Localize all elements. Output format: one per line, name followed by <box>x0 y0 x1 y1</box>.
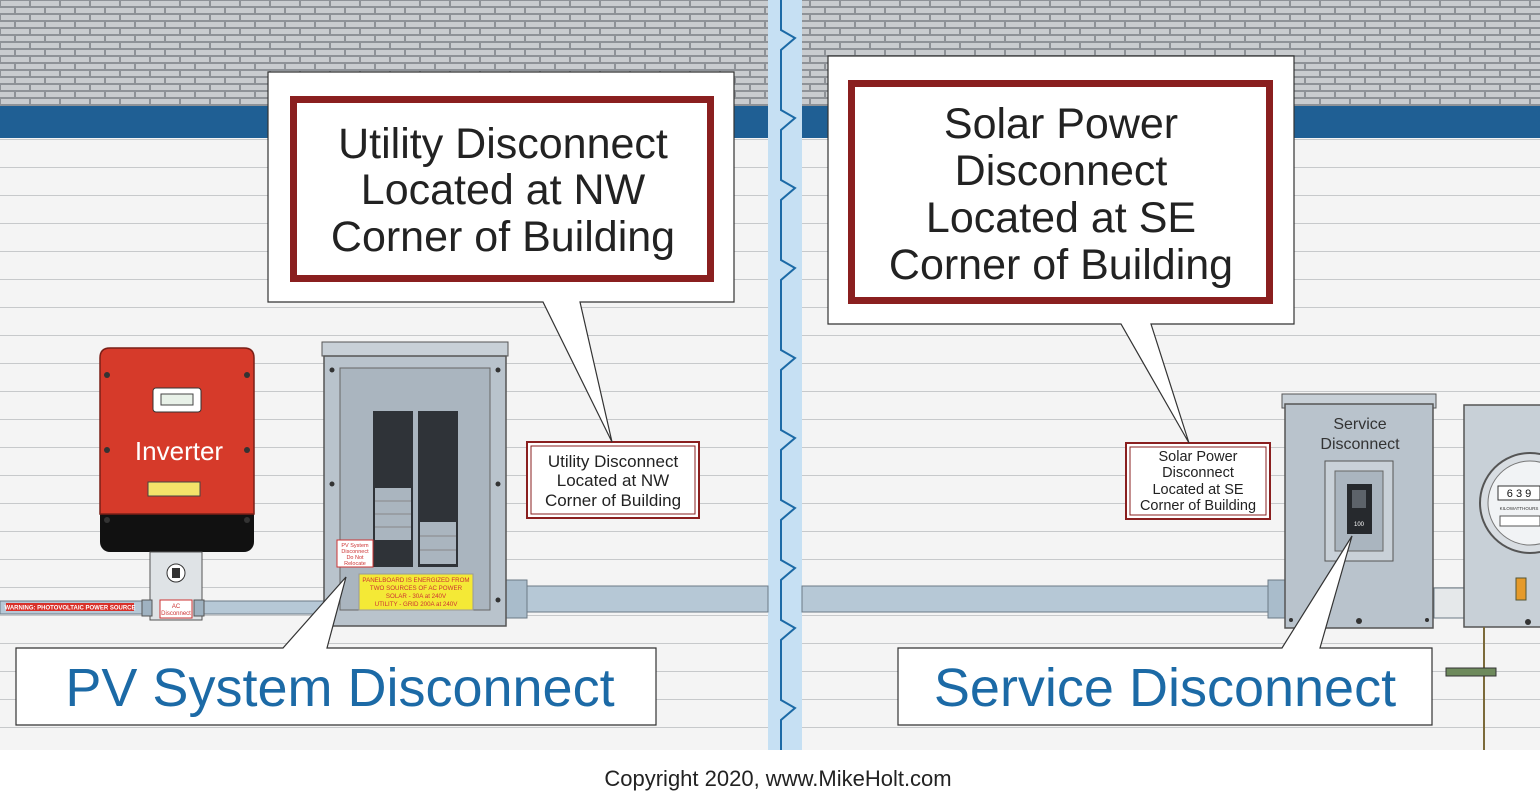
panel-warning-label <box>358 573 474 611</box>
inverter-nameplate <box>147 481 201 497</box>
callout-right-line1: Solar Power <box>944 100 1178 148</box>
break-line <box>768 0 802 750</box>
pv-tag <box>336 539 374 568</box>
sign-left-line2: Located at NW <box>557 471 669 490</box>
service-disconnect-box: Service Disconnect 100 <box>1281 393 1437 629</box>
pv-tag-line4: Relocate <box>344 561 366 567</box>
callout-right-line2: Disconnect <box>955 147 1168 195</box>
label-service-bubble <box>897 535 1433 726</box>
callout-left-line1: Utility Disconnect <box>338 120 668 168</box>
callout-right-line3: Located at SE <box>926 194 1196 242</box>
warning-strip <box>6 603 134 611</box>
conduit-to-service <box>801 585 1286 613</box>
pv-tag-line3: Do Not <box>346 555 364 561</box>
conduit-fitting-left <box>504 579 528 619</box>
conduit-panel-right <box>504 585 769 613</box>
label-pv-system-disconnect: PV System Disconnect <box>15 576 657 726</box>
meter-brand: KILOWATTHOURS <box>1500 506 1539 511</box>
sign-left-line1: Utility Disconnect <box>548 452 679 471</box>
label-pv-text: PV System Disconnect <box>65 658 614 718</box>
label-service-text: Service Disconnect <box>934 658 1396 718</box>
sign-left: Utility Disconnect Located at NW Corner … <box>526 441 700 519</box>
callout-left: Utility Disconnect Located at NW Corner … <box>267 71 735 443</box>
label-service-disconnect: Service Disconnect <box>897 535 1433 726</box>
ac-disconnect-line1: AC <box>172 604 181 610</box>
inverter-front <box>99 347 255 515</box>
sign-right-line4: Corner of Building <box>1140 498 1256 514</box>
warning-line1: PANELBOARD IS ENERGIZED FROM <box>362 577 469 584</box>
warning-strip-text: WARNING: PHOTOVOLTAIC POWER SOURCE <box>4 606 135 612</box>
inverter: Inverter AC Disconnect <box>99 347 255 621</box>
ac-disconnect-line2: Disconnect <box>161 611 191 617</box>
callout-right-line4: Corner of Building <box>889 241 1233 289</box>
panelboard: PV System Disconnect Do Not Relocate PAN… <box>321 341 509 627</box>
sign-right-line2: Disconnect <box>1162 465 1234 481</box>
service-box-line2: Disconnect <box>1320 436 1400 453</box>
warning-line4: UTILITY - GRID 200A at 240V <box>375 601 459 608</box>
warning-line2: TWO SOURCES OF AC POWER <box>370 585 463 592</box>
sign-left-line3: Corner of Building <box>545 491 681 510</box>
conduit-inverter-panel <box>195 600 325 615</box>
service-handle-label: 100 <box>1354 522 1365 528</box>
sign-right: Solar Power Disconnect Located at SE Cor… <box>1125 442 1271 520</box>
callout-right: Solar Power Disconnect Located at SE Cor… <box>827 55 1295 444</box>
label-pv-bubble <box>15 576 657 726</box>
meter-digits: 6 3 9 <box>1507 488 1531 500</box>
sign-left-frame <box>526 441 700 519</box>
panel-top <box>321 341 509 357</box>
warning-line3: SOLAR - 30A at 240V <box>386 593 447 600</box>
sign-right-frame <box>1125 442 1271 520</box>
callout-left-line3: Corner of Building <box>331 213 675 261</box>
service-box-line1: Service <box>1333 416 1386 433</box>
inverter-label: Inverter <box>135 436 223 466</box>
meter-base: 6 3 9 KILOWATTHOURS <box>1445 404 1540 750</box>
callout-left-line2: Located at NW <box>361 166 646 214</box>
pv-tag-line2: Disconnect <box>341 549 369 555</box>
copyright-text: Copyright 2020, www.MikeHolt.com <box>604 766 951 791</box>
sign-right-line1: Solar Power <box>1159 449 1238 465</box>
sign-right-line3: Located at SE <box>1152 482 1243 498</box>
ground-clamp <box>1445 667 1497 677</box>
pv-tag-line1: PV System <box>341 543 369 549</box>
